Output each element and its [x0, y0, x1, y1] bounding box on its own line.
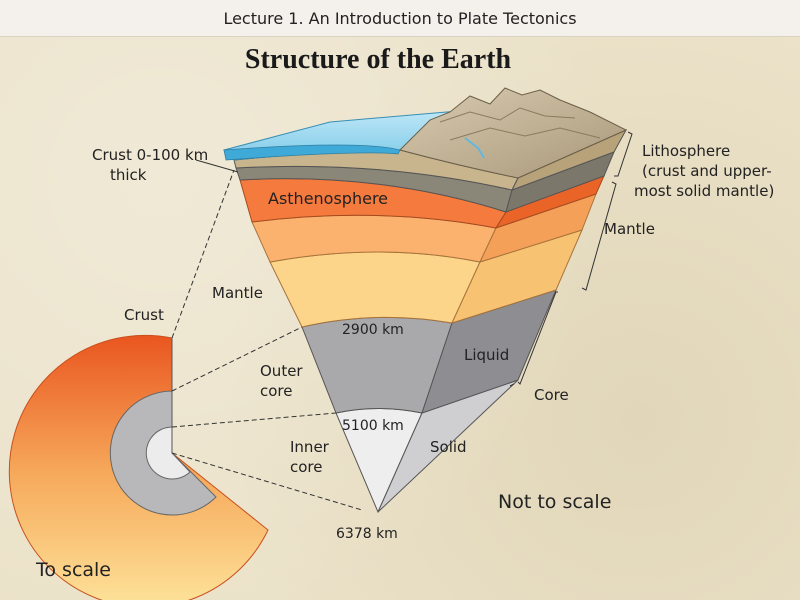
diagram-labels: Crust 0-100 km thick Lithosphere (crust …	[35, 142, 774, 581]
river	[464, 137, 485, 159]
earth-surface	[223, 87, 628, 179]
inner-core-label-2: core	[290, 458, 323, 476]
mantle-left-label: Mantle	[212, 284, 263, 302]
crust-small-label: Crust	[124, 306, 164, 324]
lecture-title: Lecture 1. An Introduction to Plate Tect…	[223, 8, 577, 28]
liquid-label: Liquid	[464, 346, 509, 364]
inner-core-label-1: Inner	[290, 438, 330, 456]
outer-core-label-2: core	[260, 382, 293, 400]
depth-6378-label: 6378 km	[336, 526, 398, 542]
diagram-title: Structure of the Earth	[244, 44, 512, 75]
mantle-right-label: Mantle	[604, 220, 655, 238]
lithosphere-label-3: most solid mantle)	[634, 182, 774, 200]
crust-leader-line	[195, 159, 239, 173]
scale-connector-lines	[171, 169, 363, 511]
depth-2900-label: 2900 km	[342, 322, 404, 338]
earth-wedge-side	[377, 128, 628, 513]
lower-mantle-layer	[269, 251, 481, 328]
earth-wedge	[233, 149, 519, 514]
crust-thickness-label-2: thick	[110, 166, 147, 184]
to-scale-sector	[8, 334, 269, 600]
outer-core-label-1: Outer	[260, 362, 303, 380]
asthenosphere-label: Asthenosphere	[268, 189, 388, 208]
depth-5100-label: 5100 km	[342, 418, 404, 434]
not-to-scale-label: Not to scale	[498, 491, 611, 513]
crust-thickness-label-1: Crust 0-100 km	[92, 146, 208, 164]
solid-label: Solid	[430, 438, 467, 456]
to-scale-inner-core-disk	[145, 426, 191, 480]
core-right-label: Core	[534, 386, 569, 404]
header-bar: Lecture 1. An Introduction to Plate Tect…	[0, 0, 800, 37]
right-brackets	[509, 131, 633, 387]
lithosphere-label-2: (crust and upper-	[642, 162, 772, 180]
ocean-floor-strip	[223, 144, 401, 161]
lithosphere-label-1: Lithosphere	[642, 142, 730, 160]
to-scale-label: To scale	[35, 559, 111, 581]
